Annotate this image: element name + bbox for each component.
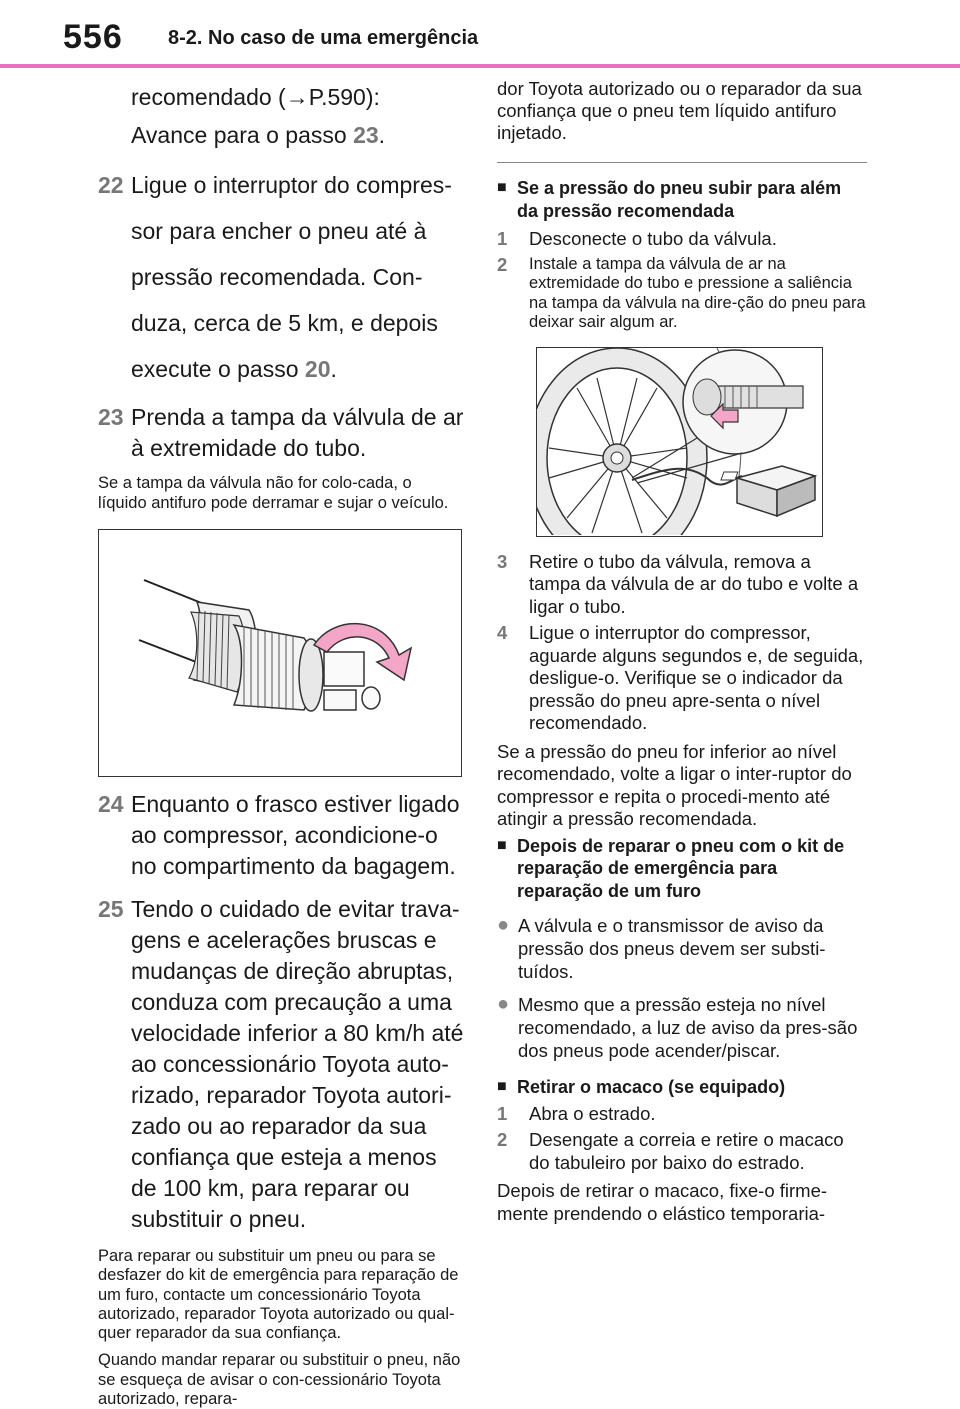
- step-24: 24 Enquanto o frasco estiver ligado ao c…: [98, 789, 464, 882]
- page-header: 556 8-2. No caso de uma emergência: [0, 0, 960, 68]
- step-number: 24: [98, 791, 124, 817]
- step-2: 2 Desengate a correia e retire o macaco …: [497, 1129, 867, 1174]
- step-number: 25: [98, 896, 124, 922]
- step-2: 2 Instale a tampa da válvula de ar na ex…: [497, 253, 867, 333]
- tire-valve-illustration: [526, 346, 823, 569]
- step-text: Instale a tampa da válvula de ar na extr…: [529, 254, 866, 332]
- step-number: 3: [497, 550, 508, 572]
- step-reference: 20: [304, 356, 331, 382]
- page-reference: P.590):: [308, 84, 380, 110]
- square-bullet-icon: ■: [497, 179, 507, 196]
- valve-cap-rotation-icon: [138, 579, 413, 712]
- square-bullet-icon: ■: [497, 1078, 507, 1095]
- square-bullet-icon: ■: [497, 836, 507, 854]
- hose-cap-illustration: [98, 529, 462, 777]
- step-text: Retire o tubo da válvula, remova a tampa…: [529, 550, 859, 617]
- step-number: 22: [98, 172, 124, 198]
- circle-bullet-icon: ●: [497, 914, 510, 936]
- subsection-heading: ■ Retirar o macaco (se equipado): [497, 1077, 786, 1097]
- subsection-heading: ■ Depois de reparar o pneu com o kit de …: [497, 835, 845, 901]
- circle-bullet-icon: ●: [497, 993, 510, 1015]
- step-number: 23: [98, 404, 124, 430]
- body-paragraph: Quando mandar reparar ou substituir o pn…: [98, 1351, 461, 1409]
- step-text: Ligue o interruptor do compres-sor para …: [131, 172, 452, 382]
- step-text: Enquanto o frasco estiver ligado ao comp…: [131, 791, 460, 879]
- right-column: dor Toyota autorizado ou o reparador da …: [497, 78, 867, 1225]
- body-paragraph: dor Toyota autorizado ou o reparador da …: [497, 78, 862, 143]
- step-text: Tendo o cuidado de evitar trava-gens e a…: [131, 896, 464, 1232]
- step-text: Ligue o interruptor do compressor, aguar…: [529, 622, 864, 733]
- body-paragraph: Se a pressão do pneu for inferior ao nív…: [497, 740, 852, 830]
- step-number: 2: [497, 253, 508, 275]
- step-number: 4: [497, 622, 508, 643]
- continued-step: recomendado (→P.590): Avance para o pass…: [131, 84, 386, 148]
- step-23: 23 Prenda a tampa da válvula de ar à ext…: [98, 402, 464, 464]
- step-reference: 23: [353, 122, 379, 148]
- step-25: 25 Tendo o cuidado de evitar trava-gens …: [98, 894, 464, 1235]
- step-text: Abra o estrado.: [529, 1102, 656, 1124]
- step-1: 1 Desconecte o tubo da válvula.: [497, 228, 867, 251]
- step-text: Prenda a tampa da válvula de ar à extrem…: [131, 404, 464, 461]
- header-rule: [0, 64, 960, 68]
- step-1: 1 Abra o estrado.: [497, 1103, 867, 1126]
- section-title: 8-2. No caso de uma emergência: [168, 27, 479, 49]
- step-text: Desengate a correia e retire o macaco do…: [529, 1129, 844, 1173]
- left-column: recomendado (→P.590): Avance para o pass…: [98, 78, 464, 1409]
- step-22: 22 Ligue o interruptor do compres-sor pa…: [98, 162, 464, 392]
- section-divider: [497, 162, 867, 163]
- arrow-icon: →: [285, 84, 309, 110]
- step-4: 4 Ligue o interruptor do compressor, agu…: [497, 622, 867, 735]
- body-paragraph: Para reparar ou substituir um pneu ou pa…: [98, 1247, 459, 1343]
- page-number: 556: [63, 18, 123, 56]
- tire-compressor-icon: [526, 346, 818, 569]
- step-number: 1: [497, 228, 508, 249]
- bullet-item: ● Mesmo que a pressão esteja no nível re…: [497, 993, 858, 1061]
- subsection-heading: ■ Se a pressão do pneu subir para além d…: [497, 178, 842, 221]
- body-paragraph: Depois de retirar o macaco, fixe-o firme…: [497, 1180, 828, 1224]
- step-number: 1: [497, 1102, 508, 1124]
- step-text: Desconecte o tubo da válvula.: [529, 228, 777, 249]
- bullet-item: ● A válvula e o transmissor de aviso da …: [497, 914, 826, 982]
- note-text: Se a tampa da válvula não for colo-cada,…: [98, 474, 449, 512]
- step-3: 3 Retire o tubo da válvula, remova a tam…: [497, 551, 867, 619]
- step-number: 2: [497, 1129, 508, 1150]
